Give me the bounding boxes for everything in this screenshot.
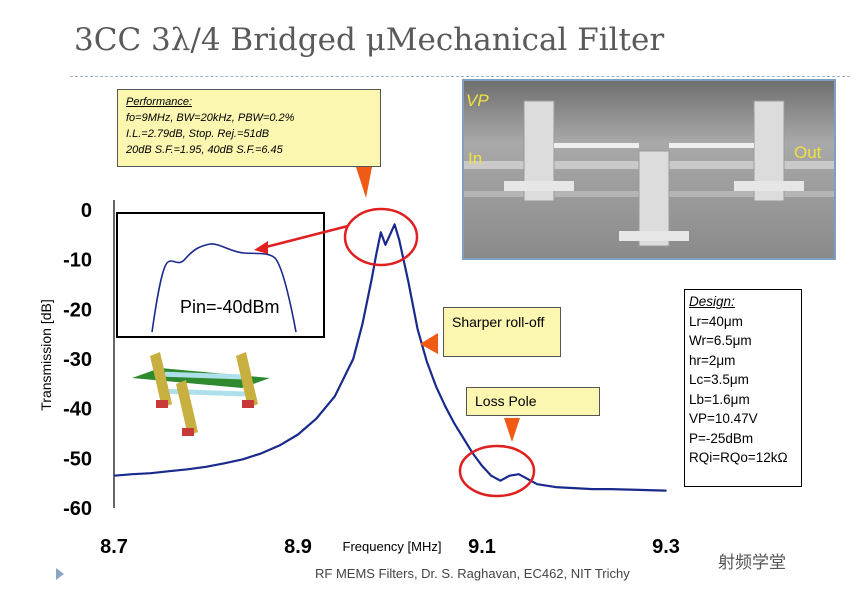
series-point	[370, 278, 373, 281]
series-point	[113, 474, 115, 477]
performance-line-3: 20dB S.F.=1.95, 40dB S.F.=6.45	[126, 144, 283, 156]
y-tick-label: -20	[63, 299, 92, 321]
series-point	[499, 479, 502, 482]
performance-line-2: I.L.=2.79dB, Stop. Rej.=51dB	[126, 128, 270, 140]
series-point	[260, 452, 263, 455]
series-point	[334, 395, 336, 398]
x-axis-label: Frequency [MHz]	[343, 539, 442, 554]
design-parameters-box: Design: Lr=40μm Wr=6.5μm hr=2μm Lc=3.5μm…	[684, 289, 802, 487]
slide-title: 3CC 3λ/4 Bridged μMechanical Filter	[74, 22, 665, 58]
loss-pole-pointer	[504, 418, 520, 442]
series-point	[393, 223, 396, 226]
series-point	[361, 323, 364, 326]
y-tick-label: 0	[81, 200, 92, 222]
y-tick-label: -50	[63, 448, 92, 470]
sem-label-in: In	[468, 149, 483, 168]
series-point	[315, 417, 318, 420]
sharper-rolloff-callout: Sharper roll-off	[443, 307, 561, 357]
series-point	[398, 239, 401, 241]
x-tick-label: 8.7	[100, 536, 128, 558]
series-point	[591, 488, 594, 490]
series-point	[573, 487, 575, 489]
series-point	[628, 488, 630, 491]
design-line: P=-25dBm	[689, 430, 754, 446]
series-point	[426, 360, 428, 363]
y-tick-label: -60	[63, 498, 92, 520]
design-line: Wr=6.5μm	[689, 333, 752, 348]
loss-pole-highlight-ring	[458, 444, 536, 498]
series-point	[297, 433, 299, 436]
y-axis-label: Transmission [dB]	[38, 299, 54, 411]
series-point	[665, 489, 667, 492]
series-point	[554, 486, 557, 488]
series-point	[462, 437, 465, 440]
series-point	[205, 466, 207, 468]
performance-callout: Performance: fo=9MHz, BW=20kHz, PBW=0.2%…	[117, 89, 381, 167]
zoom-arrow-head	[254, 241, 268, 254]
series-point	[168, 470, 170, 473]
sem-micrograph: VP In Out	[462, 79, 836, 260]
y-tick-label: -30	[63, 349, 92, 371]
performance-heading: Performance:	[126, 96, 193, 108]
series-point	[389, 234, 391, 236]
design-line: Lb=1.6μm	[689, 391, 750, 407]
series-point	[375, 253, 378, 256]
series-point	[453, 422, 456, 425]
passband-highlight-ring	[343, 207, 419, 267]
inset-power-label: Pin=-40dBm	[180, 297, 280, 317]
series-point	[407, 281, 410, 283]
series-point	[416, 328, 419, 331]
inset-passband-curve	[151, 243, 297, 333]
inset-box	[116, 212, 325, 338]
series-point	[435, 385, 437, 388]
y-tick-label: -10	[63, 250, 92, 272]
performance-pointer	[356, 167, 372, 198]
series-point	[150, 472, 152, 475]
transmission-series-line	[113, 223, 667, 492]
design-line: Lr=40μm	[689, 313, 743, 329]
design-line: RQi=RQo=12kΩ	[689, 450, 788, 465]
series-point	[536, 483, 538, 486]
sem-structure-graphic	[464, 100, 834, 247]
series-point	[481, 465, 483, 467]
series-point	[223, 462, 226, 465]
design-line: hr=2μm	[689, 352, 736, 368]
x-tick-label: 9.1	[468, 536, 496, 558]
series-point	[278, 444, 281, 447]
series-point	[380, 231, 382, 234]
series-point	[610, 488, 612, 490]
performance-line-1: fo=9MHz, BW=20kHz, PBW=0.2%	[126, 112, 295, 124]
series-point	[490, 474, 493, 477]
series-point	[384, 244, 387, 246]
y-tick-label: -40	[63, 399, 92, 421]
series-point	[646, 489, 649, 491]
series-point	[527, 478, 529, 481]
zoom-arrow-line	[261, 224, 349, 250]
sem-label-vp: VP	[466, 91, 489, 110]
series-point	[508, 474, 511, 477]
series-point	[352, 358, 355, 360]
design-heading: Design:	[689, 294, 735, 309]
design-line: VP=10.47V	[689, 411, 758, 426]
series-point	[186, 468, 189, 471]
x-tick-label: 9.3	[652, 536, 680, 558]
slide-footer: RF MEMS Filters, Dr. S. Raghavan, EC462,…	[315, 566, 630, 581]
sem-label-out: Out	[794, 143, 822, 162]
series-point	[131, 473, 134, 476]
filter-device-illustration	[132, 352, 270, 436]
footer-bullet-icon	[56, 568, 64, 580]
sharper-rolloff-pointer	[420, 333, 438, 354]
loss-pole-callout: Loss Pole	[466, 387, 600, 416]
series-point	[242, 458, 244, 461]
title-divider	[70, 76, 850, 77]
series-point	[444, 405, 447, 408]
chart-ticks: 0 -10 -20 -30 -40 -50 -60 8.7 8.9 9.1 9.3	[63, 200, 680, 558]
x-tick-label: 8.9	[284, 536, 312, 558]
watermark: 射频学堂	[718, 553, 786, 572]
design-line: Lc=3.5μm	[689, 372, 749, 387]
series-point	[518, 473, 520, 476]
